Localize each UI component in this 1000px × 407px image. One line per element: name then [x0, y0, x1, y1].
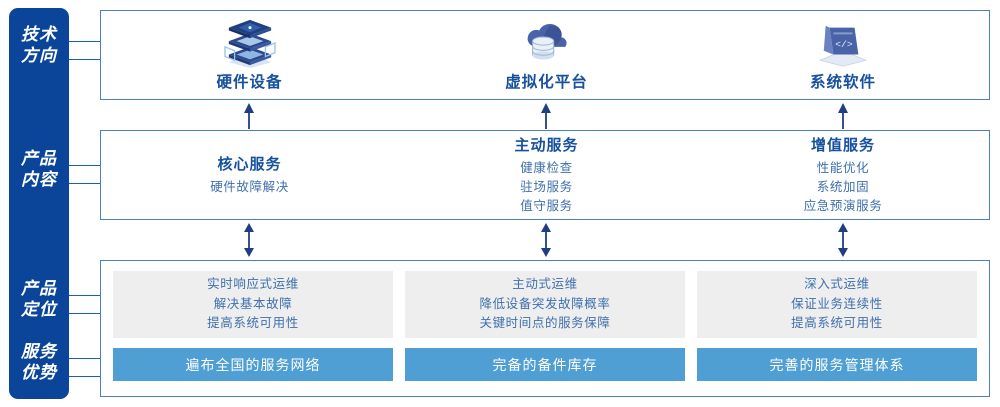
content-item-line: 系统加固 [816, 180, 870, 194]
tech-direction-panel: 硬件设备 虚拟化平台 [100, 10, 990, 100]
content-item-line: 健康检查 [520, 161, 573, 175]
positioning-card-line: 提高系统可用性 [207, 316, 299, 331]
tech-item-virtualization[interactable]: 虚拟化平台 [398, 11, 695, 99]
positioning-card-line: 主动式运维 [512, 277, 578, 292]
positioning-card-proactive[interactable]: 主动式运维 降低设备突发故障概率 关键时间点的服务保障 [405, 271, 685, 338]
content-item-proactive-service[interactable]: 主动服务 健康检查 驻场服务 值守服务 [398, 131, 695, 219]
tech-item-title: 系统软件 [809, 74, 876, 91]
rail-label-product-content: 产品 内容 [9, 148, 69, 190]
rail-label-line: 方向 [21, 46, 57, 65]
content-item-title: 主动服务 [514, 137, 579, 154]
advantage-bar-management-system[interactable]: 完善的服务管理体系 [697, 348, 977, 381]
connector-product-content [69, 165, 101, 184]
up-arrow-virtualization [541, 103, 551, 129]
rail-label-line: 产品 [21, 149, 57, 168]
connector-service-advantage [69, 358, 101, 377]
rail-label-product-positioning: 产品 定位 [9, 278, 69, 320]
content-item-value-added-service[interactable]: 增值服务 性能优化 系统加固 应急预演服务 [695, 131, 991, 219]
positioning-card-line: 解决基本故障 [213, 296, 293, 311]
advantage-bar-service-network[interactable]: 遍布全国的服务网络 [113, 348, 393, 381]
rail-label-service-advantage: 服务 优势 [9, 341, 69, 383]
tech-item-system-software[interactable]: </> 系统软件 [695, 11, 991, 99]
rail-label-tech-direction: 技术 方向 [9, 24, 69, 66]
rail-label-line: 技术 [21, 25, 57, 44]
content-item-line: 值守服务 [520, 199, 573, 213]
positioning-card-line: 降低设备突发故障概率 [479, 296, 611, 311]
connector-tech-direction [69, 41, 101, 60]
rail-label-line: 服务 [21, 342, 57, 361]
positioning-card-realtime[interactable]: 实时响应式运维 解决基本故障 提高系统可用性 [113, 271, 393, 338]
rail-label-line: 定位 [21, 300, 57, 319]
content-item-title: 核心服务 [217, 156, 282, 173]
positioning-card-line: 关键时间点的服务保障 [479, 316, 611, 331]
product-content-panel: 核心服务 硬件故障解决 主动服务 健康检查 驻场服务 值守服务 增值服务 性能优… [100, 130, 990, 220]
content-item-core-service[interactable]: 核心服务 硬件故障解决 [101, 131, 398, 219]
content-item-line: 应急预演服务 [803, 199, 883, 213]
positioning-card-line: 实时响应式运维 [207, 277, 299, 292]
double-arrow-proactive-service [541, 223, 551, 257]
cloud-database-icon [527, 23, 567, 60]
content-item-line: 性能优化 [816, 161, 870, 175]
category-rail [9, 8, 69, 399]
tech-item-title: 硬件设备 [216, 74, 283, 91]
double-arrow-value-added-service [838, 223, 848, 257]
rail-label-line: 优势 [21, 363, 57, 382]
svg-text:</>: </> [835, 39, 853, 50]
server-stack-icon [223, 19, 276, 68]
positioning-card-line: 深入式运维 [804, 277, 870, 292]
rail-label-line: 内容 [21, 170, 57, 189]
up-arrow-hardware [244, 103, 254, 129]
positioning-card-indepth[interactable]: 深入式运维 保证业务连续性 提高系统可用性 [697, 271, 977, 338]
advantage-bar-spare-parts[interactable]: 完备的备件库存 [405, 348, 685, 381]
advantage-bar-label: 遍布全国的服务网络 [185, 356, 321, 373]
advantage-bar-label: 完备的备件库存 [492, 356, 598, 373]
tech-item-hardware[interactable]: 硬件设备 [101, 11, 398, 99]
connector-product-positioning [69, 295, 101, 314]
positioning-card-line: 保证业务连续性 [791, 296, 883, 311]
content-item-line: 驻场服务 [520, 180, 573, 194]
positioning-card-line: 提高系统可用性 [791, 316, 883, 331]
rail-label-line: 产品 [21, 279, 57, 298]
laptop-code-icon: </> [818, 25, 868, 67]
double-arrow-core-service [244, 223, 254, 257]
up-arrow-system-software [838, 103, 848, 129]
content-item-line: 硬件故障解决 [210, 180, 289, 194]
positioning-advantage-panel: 实时响应式运维 解决基本故障 提高系统可用性 主动式运维 降低设备突发故障概率 … [100, 260, 990, 397]
advantage-bar-label: 完善的服务管理体系 [769, 356, 905, 373]
content-item-title: 增值服务 [810, 137, 875, 154]
tech-item-title: 虚拟化平台 [505, 74, 588, 91]
